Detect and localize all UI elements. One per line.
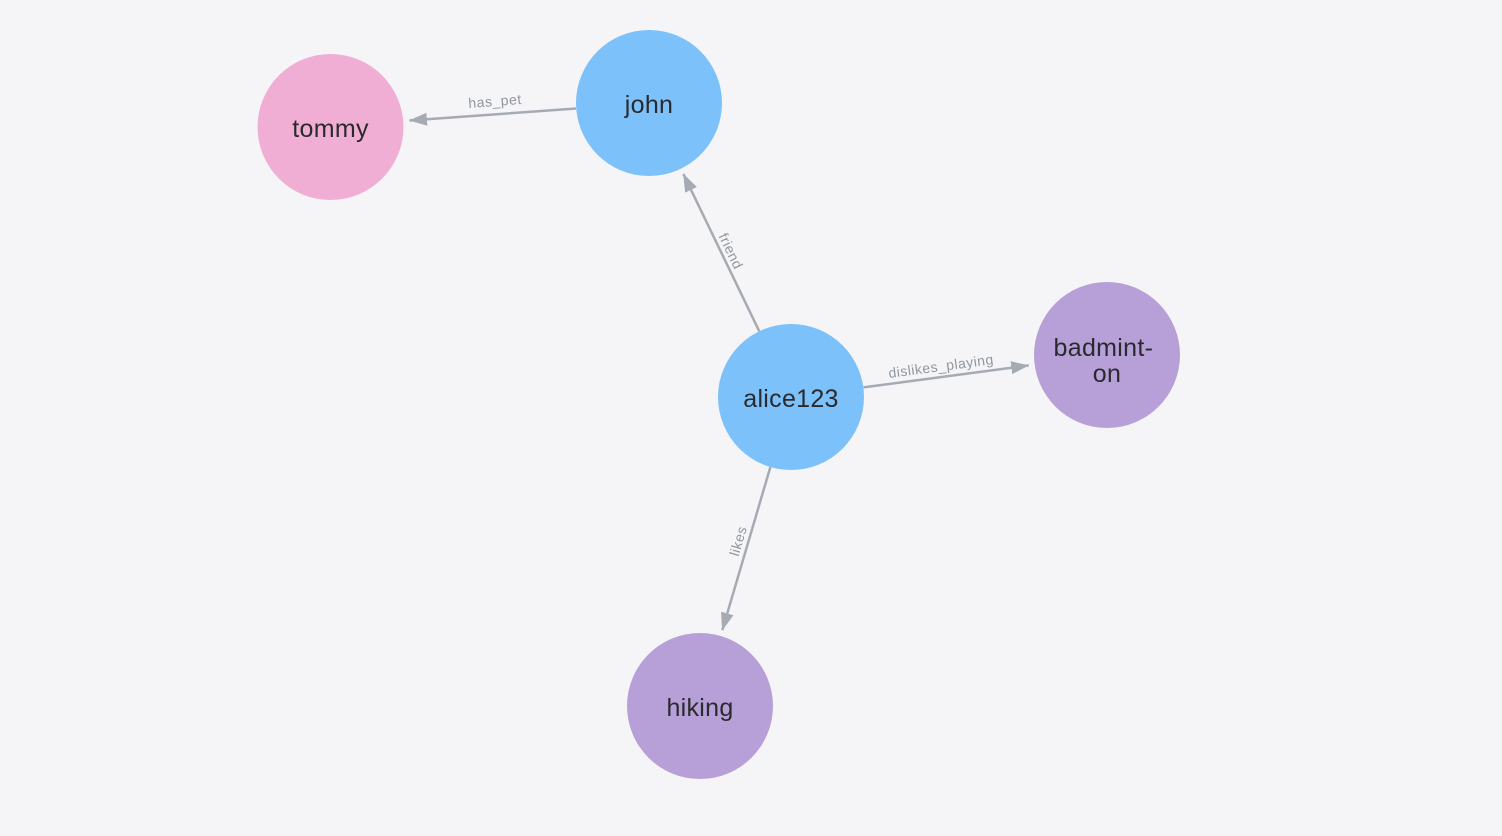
node-tommy[interactable]: tommy <box>257 54 404 200</box>
node-circle-john <box>576 30 722 176</box>
edge-line-dislikes_playing <box>863 361 1030 389</box>
node-circle-badminton <box>1034 282 1180 428</box>
edge-label-has_pet[interactable]: has_pet <box>468 91 522 111</box>
edge-likes[interactable]: likes <box>721 466 772 631</box>
node-label-badminton-line2: on <box>1093 360 1121 388</box>
node-label-john: john <box>624 91 673 119</box>
edge-friend[interactable]: friend <box>682 173 761 332</box>
node-john[interactable]: john <box>576 30 722 176</box>
node-badminton[interactable]: badmint- on <box>1034 282 1180 428</box>
node-label-tommy: tommy <box>292 115 369 143</box>
edge-dislikes_playing[interactable]: dislikes_playing <box>863 351 1030 389</box>
node-alice123[interactable]: alice123 <box>718 324 864 470</box>
node-label-hiking: hiking <box>666 694 733 722</box>
node-label-alice123: alice123 <box>743 385 839 413</box>
node-label-badminton: badmint- on <box>1054 334 1161 388</box>
node-hiking[interactable]: hiking <box>627 633 773 779</box>
edge-line-has_pet <box>409 107 577 126</box>
node-circle-tommy <box>257 54 404 200</box>
node-circle-alice123 <box>718 324 864 470</box>
edge-line-likes <box>721 466 772 631</box>
node-label-badminton-line1: badmint- <box>1054 334 1154 362</box>
node-circle-hiking <box>627 633 773 779</box>
edge-has_pet[interactable]: has_pet <box>409 91 577 126</box>
edge-line-friend <box>682 173 761 332</box>
